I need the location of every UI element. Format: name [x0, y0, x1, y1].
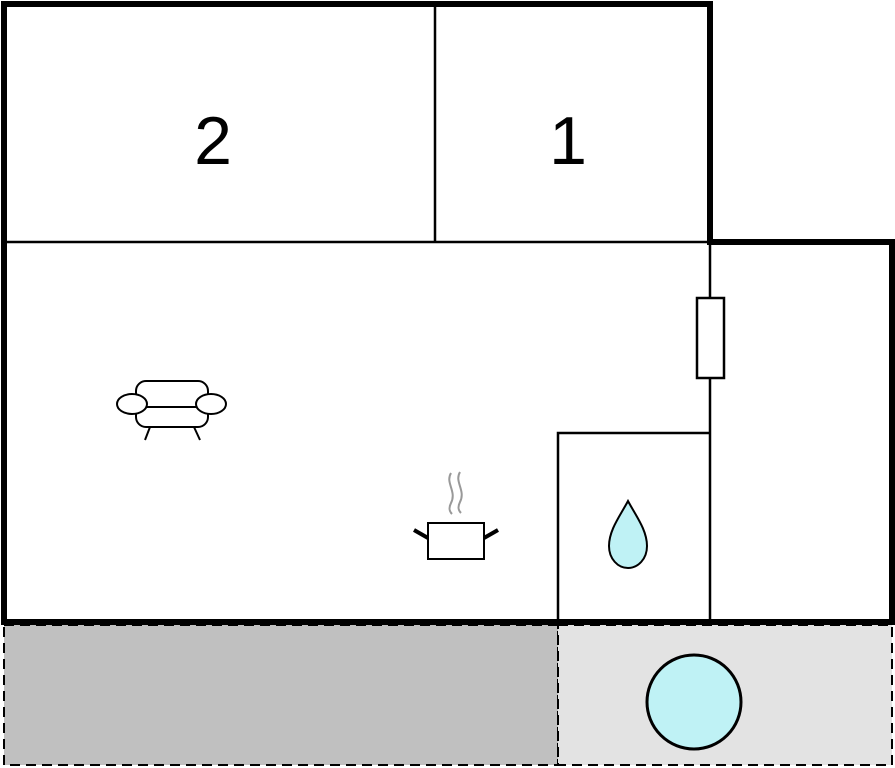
- bathroom-wall: [556, 431, 710, 622]
- pool-icon: [645, 653, 743, 751]
- room-label-1: 1: [549, 103, 587, 179]
- water-drop-icon: [607, 498, 649, 570]
- cooking-pot-icon: [413, 471, 499, 560]
- sofa-icon: [116, 380, 227, 441]
- room-label-2: 2: [194, 103, 232, 179]
- door: [695, 296, 726, 380]
- terrace-area: [3, 624, 559, 766]
